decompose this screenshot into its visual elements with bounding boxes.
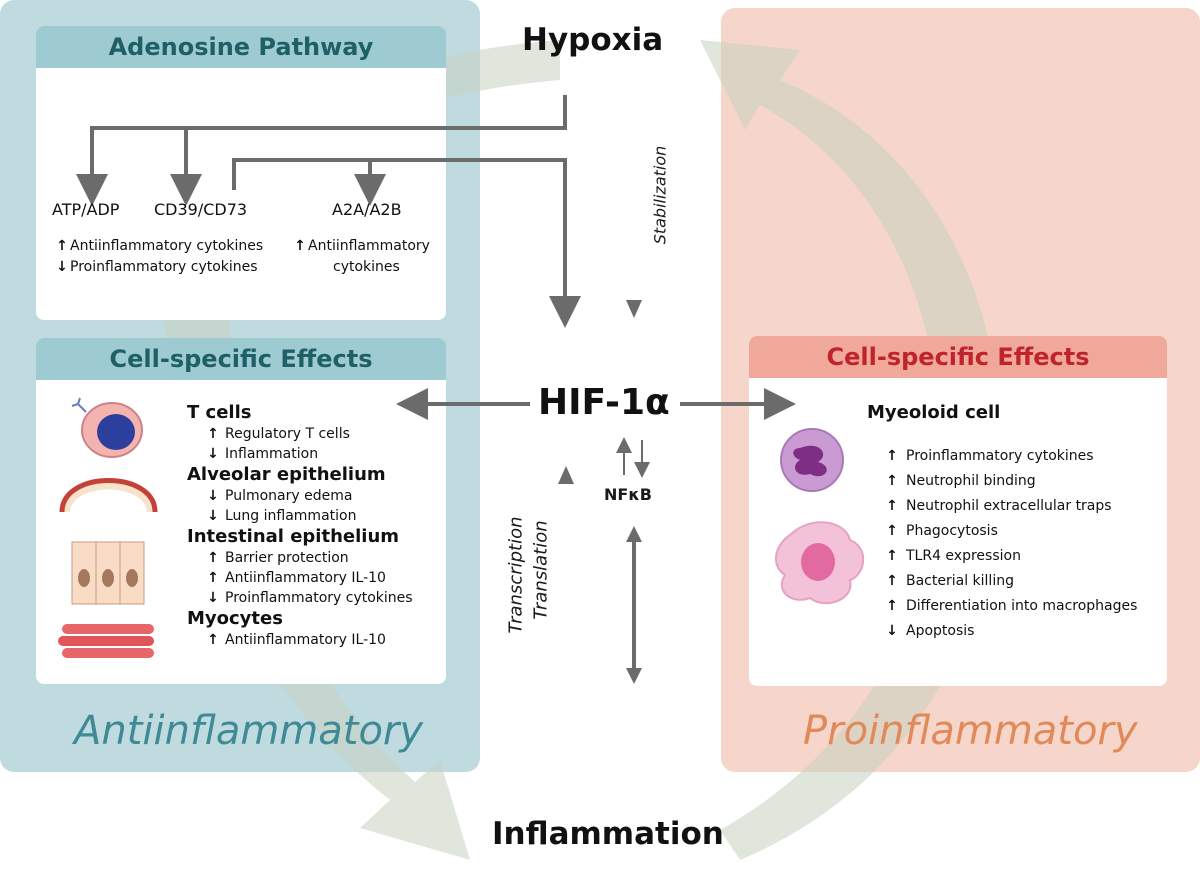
nfkb-arrowhead-down: [626, 668, 642, 684]
arrow-to-atp: [76, 95, 567, 206]
left-effect-item: ↑ Barrier protection: [187, 548, 413, 568]
right-effect-item: ↑ Phagocytosis: [884, 519, 1137, 544]
up-arrow-icon: ↑: [56, 238, 68, 254]
myocytes-icon: [58, 624, 154, 658]
down-arrow-icon: ↓: [56, 259, 68, 275]
left-effect-item: ↓ Pulmonary edema: [187, 486, 413, 506]
up-arrow-icon: ↑: [886, 548, 898, 564]
right-effect-item: ↓ Apoptosis: [884, 619, 1137, 644]
left-effect-item: ↓ Proinflammatory cytokines: [187, 588, 413, 608]
up-arrow-icon: ↑: [886, 573, 898, 589]
adenosine-left-up: ↑Antiinflammatory cytokines: [54, 238, 263, 254]
right-effect-item: ↑ Proinflammatory cytokines: [884, 444, 1137, 469]
left-group-title: Alveolar epithelium: [187, 464, 386, 485]
left-effect-text: Antiinflammatory IL-10: [225, 570, 386, 586]
up-arrow-icon: ↑: [886, 473, 898, 489]
right-effect-text: Neutrophil binding: [906, 473, 1036, 489]
left-effect-text: Lung inflammation: [225, 508, 357, 524]
adenosine-left-down: ↓Proinflammatory cytokines: [54, 259, 258, 275]
adenosine-title: Adenosine Pathway: [36, 26, 446, 68]
left-effects-title: Cell-specific Effects: [36, 338, 446, 380]
up-arrow-icon: ↑: [886, 448, 898, 464]
transcription-label: Transcription: [505, 516, 527, 634]
cd39-cd73-label: CD39/CD73: [154, 200, 248, 219]
hypoxia-label: Hypoxia: [522, 22, 664, 58]
left-effect-text: Regulatory T cells: [225, 426, 350, 442]
nfkb-label: NFκB: [604, 485, 652, 504]
up-arrow-icon: ↑: [207, 550, 219, 566]
right-effect-text: Apoptosis: [906, 623, 975, 639]
left-effect-text: Inflammation: [225, 446, 319, 462]
proinflammatory-label: Proinflammatory: [803, 708, 1138, 754]
adenosine-card: Adenosine Pathway: [36, 26, 446, 320]
adenosine-right-up: ↑Antiinflammatory: [292, 238, 430, 254]
macrophage-icon: [775, 521, 865, 605]
left-group-title: T cells: [187, 402, 252, 423]
up-arrow-icon: ↑: [886, 598, 898, 614]
translation-label: Translation: [530, 520, 552, 620]
left-effect-text: Pulmonary edema: [225, 488, 353, 504]
a2a-a2b-label: A2A/A2B: [332, 200, 402, 219]
adenosine-right-up-cont: cytokines: [333, 259, 400, 275]
right-effects-card: Cell-specific Effects: [749, 336, 1167, 686]
nfkb-arrowhead-up: [626, 526, 642, 542]
adenosine-left-up-text: Antiinflammatory cytokines: [70, 238, 264, 254]
left-effect-item: ↑ Antiinflammatory IL-10: [187, 630, 413, 650]
down-arrow-icon: ↓: [207, 590, 219, 606]
left-effect-item: ↑ Antiinflammatory IL-10: [187, 568, 413, 588]
stabilization-label: Stabilization: [650, 145, 670, 245]
right-effects-list: ↑ Proinflammatory cytokines ↑ Neutrophil bi…: [884, 444, 1137, 644]
adenosine-right-up-text: Antiinflammatory: [308, 238, 430, 254]
up-arrow-icon: ↑: [207, 426, 219, 442]
right-effects-title: Cell-specific Effects: [749, 336, 1167, 378]
left-effect-text: Barrier protection: [225, 550, 349, 566]
right-effect-text: Differentiation into macrophages: [906, 598, 1138, 614]
transcription-arrowhead: [558, 466, 574, 484]
right-effect-item: ↑ Neutrophil binding: [884, 469, 1137, 494]
right-effect-item: ↑ Differentiation into macrophages: [884, 594, 1137, 619]
stabilization-arrowhead: [626, 300, 642, 318]
right-effect-text: Bacterial killing: [906, 573, 1014, 589]
down-arrow-icon: ↓: [207, 508, 219, 524]
intestinal-epithelium-icon: [71, 541, 145, 605]
t-cell-icon: [71, 397, 143, 458]
right-effect-item: ↑ Bacterial killing: [884, 569, 1137, 594]
left-group-title: Intestinal epithelium: [187, 526, 400, 547]
down-arrow-icon: ↓: [886, 623, 898, 639]
arrow-to-hif: [232, 158, 581, 328]
up-arrow-icon: ↑: [886, 498, 898, 514]
atp-adp-label: ATP/ADP: [52, 200, 120, 219]
inflammation-label: Inflammation: [492, 816, 724, 852]
left-effect-text: Proinflammatory cytokines: [225, 590, 413, 606]
left-effect-item: ↓ Inflammation: [187, 444, 413, 464]
up-arrow-icon: ↑: [886, 523, 898, 539]
alveolar-epithelium-icon: [59, 478, 158, 513]
left-effect-item: ↑ Regulatory T cells: [187, 424, 413, 444]
left-effect-item: ↓ Lung inflammation: [187, 506, 413, 526]
adenosine-left-down-text: Proinflammatory cytokines: [70, 259, 258, 275]
neutrophil-icon: [780, 428, 844, 492]
right-effect-item: ↑ Neutrophil extracellular traps: [884, 494, 1137, 519]
up-arrow-icon: ↑: [294, 238, 306, 254]
hif-1a-label: HIF-1α: [538, 382, 670, 423]
right-effect-text: Neutrophil extracellular traps: [906, 498, 1112, 514]
up-arrow-icon: ↑: [207, 632, 219, 648]
right-effect-text: TLR4 expression: [906, 548, 1021, 564]
up-arrow-icon: ↑: [207, 570, 219, 586]
antiinflammatory-label: Antiinflammatory: [74, 708, 424, 754]
myeloid-cell-label: Myeoloid cell: [867, 402, 1001, 423]
down-arrow-icon: ↓: [207, 446, 219, 462]
right-effect-text: Phagocytosis: [906, 523, 998, 539]
left-effect-text: Antiinflammatory IL-10: [225, 632, 386, 648]
down-arrow-icon: ↓: [207, 488, 219, 504]
right-effect-text: Proinflammatory cytokines: [906, 448, 1094, 464]
left-group-title: Myocytes: [187, 608, 283, 629]
right-effect-item: ↑ TLR4 expression: [884, 544, 1137, 569]
